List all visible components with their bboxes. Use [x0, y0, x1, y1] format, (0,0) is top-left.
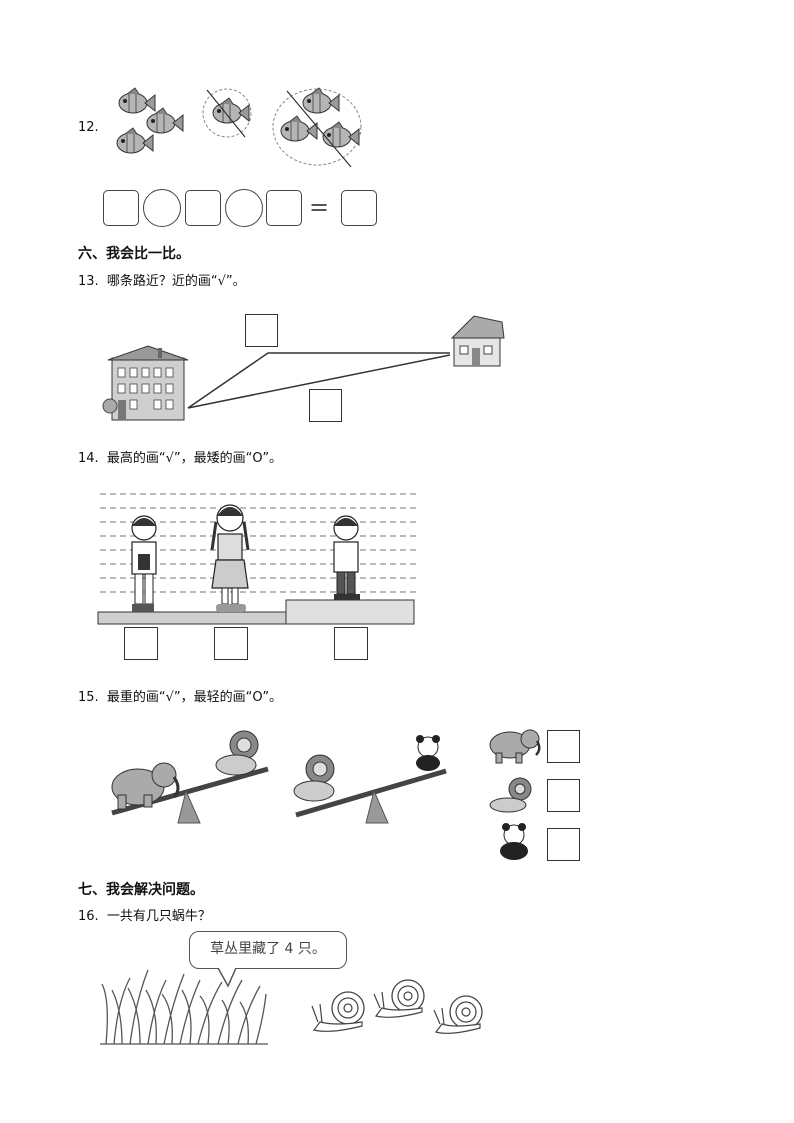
seesaw-illustration-right [293, 735, 447, 824]
seesaw-icon [295, 768, 447, 824]
answer-box-right-boy[interactable] [334, 627, 368, 660]
q12-number: 12. [78, 120, 99, 135]
fish-icon [322, 121, 360, 148]
answer-box-elephant[interactable] [547, 730, 580, 763]
q16-text: 一共有几只蜗牛？ [106, 909, 211, 924]
q13-number: 13. [78, 274, 99, 289]
q13-label: 13. 哪条路近？近的画“√”。 [78, 270, 246, 289]
fish-icon [116, 127, 154, 154]
answer-box[interactable] [103, 190, 139, 226]
boy-icon [131, 515, 157, 612]
low-platform [97, 611, 289, 625]
answer-box[interactable] [185, 190, 221, 226]
grass-icon [100, 969, 268, 1045]
girl-icon [210, 504, 250, 612]
boy-icon [333, 515, 360, 600]
speech-bubble: 草丛里藏了 4 只。 [189, 931, 347, 969]
operator-circle[interactable] [143, 189, 181, 227]
road-illustration [102, 315, 505, 421]
answer-box-left-boy[interactable] [124, 627, 158, 660]
answer-box-panda[interactable] [547, 828, 580, 861]
fish-icon [146, 107, 184, 134]
elephant-icon [111, 762, 180, 810]
height-comparison-illustration [97, 493, 418, 625]
snail-icon [433, 995, 483, 1034]
animal-list-illustration [489, 729, 541, 860]
seesaw-icon [111, 766, 269, 824]
q16-number: 16. [78, 909, 99, 924]
house-icon [450, 315, 505, 367]
answer-box-girl[interactable] [214, 627, 248, 660]
dashed-circle [202, 88, 252, 138]
operator-circle[interactable] [225, 189, 263, 227]
result-box[interactable] [341, 190, 377, 226]
fish-icon [118, 87, 156, 114]
equals-sign: = [309, 193, 330, 221]
answer-box-lower-road[interactable] [309, 389, 342, 422]
seesaw-illustration-left [111, 730, 269, 824]
panda-icon [416, 735, 440, 771]
cross-out-line [206, 89, 246, 138]
lower-road [187, 354, 451, 409]
panda-icon [500, 823, 528, 860]
answer-box-upper-road[interactable] [245, 314, 278, 347]
q14-label: 14. 最高的画“√”，最矮的画“O”。 [78, 447, 282, 466]
q14-number: 14. [78, 451, 99, 466]
snail-icon [373, 979, 425, 1018]
q14-text: 最高的画“√”，最矮的画“O”。 [106, 451, 283, 466]
q13-text: 哪条路近？近的画“√”。 [106, 274, 246, 289]
q15-text: 最重的画“√”，最轻的画“O”。 [106, 690, 283, 705]
q16-label: 16. 一共有几只蜗牛？ [78, 905, 211, 924]
dashed-circle [272, 88, 362, 166]
school-building-icon [102, 345, 189, 421]
q15-label: 15. 最重的画“√”，最轻的画“O”。 [78, 686, 282, 705]
answer-box[interactable] [266, 190, 302, 226]
answer-box-lion[interactable] [547, 779, 580, 812]
section-heading: 七、我会解决问题。 [78, 882, 204, 898]
fish-group-illustration [116, 87, 362, 168]
upper-road [187, 352, 450, 409]
snail-icon [311, 991, 365, 1032]
high-platform [285, 599, 415, 625]
q15-number: 15. [78, 690, 99, 705]
lion-icon [293, 754, 335, 802]
q12-label: 12. [78, 120, 99, 135]
elephant-icon [489, 729, 541, 764]
lion-icon [489, 777, 532, 813]
snail-illustration [100, 967, 483, 1045]
lion-icon [215, 730, 259, 776]
cross-out-line [286, 90, 352, 168]
section-heading: 六、我会比一比。 [78, 246, 190, 262]
